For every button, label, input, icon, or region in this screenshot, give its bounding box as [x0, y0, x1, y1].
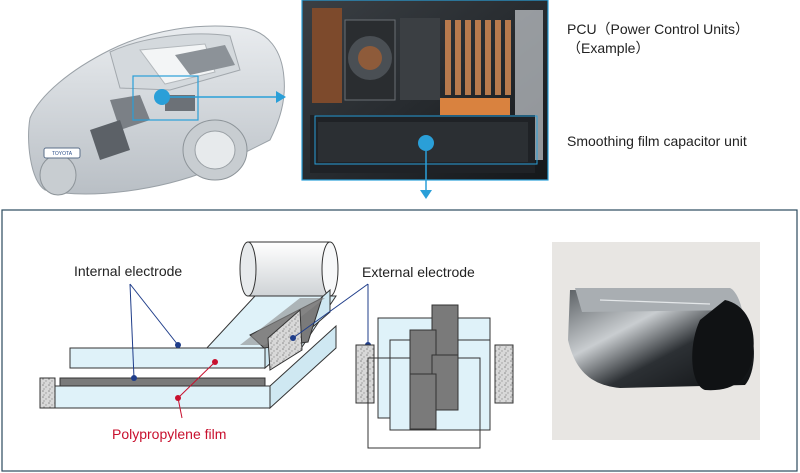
cross-section-diagram	[355, 304, 514, 449]
pcu-title: PCU（Power Control Units）	[567, 21, 750, 37]
pcu-copper-fins	[445, 20, 511, 95]
car-badge: TOYOTA	[52, 151, 73, 157]
smoothing-capacitor-label: Smoothing film capacitor unit	[567, 133, 747, 149]
connector-arrowhead	[420, 190, 432, 199]
internal-electrode-label: Internal electrode	[74, 263, 183, 279]
pcu-photo	[301, 0, 549, 181]
capacitor-photo	[552, 242, 760, 440]
polypropylene-film-label: Polypropylene film	[112, 426, 227, 442]
film-winding-diagram	[39, 241, 371, 419]
pcu-subtitle: （Example）	[567, 40, 650, 56]
car-illustration	[28, 25, 286, 196]
external-electrode-label: External electrode	[362, 264, 475, 280]
